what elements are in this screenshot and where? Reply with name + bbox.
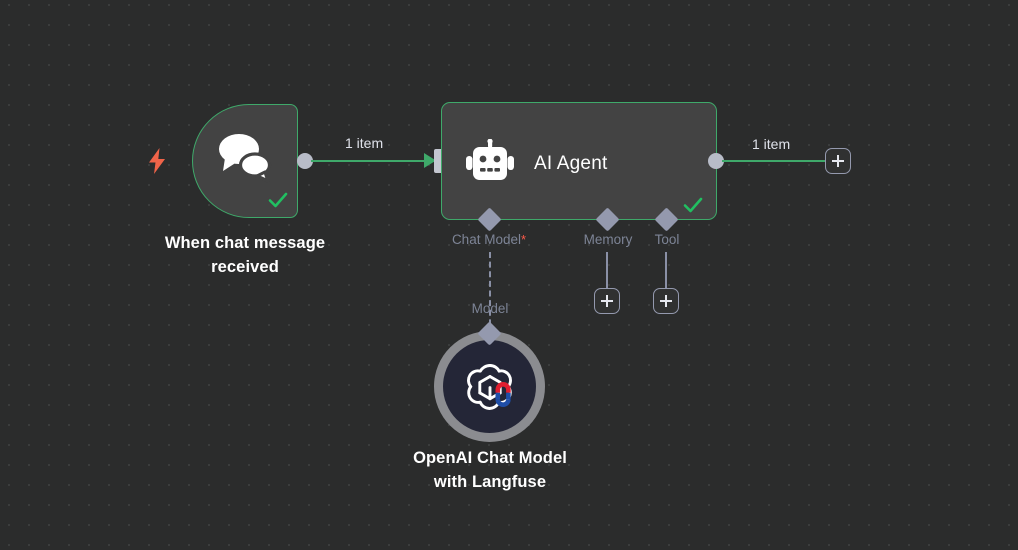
connector-tool-stub [665, 252, 668, 289]
status-check-icon-agent [682, 194, 704, 216]
node-label-ai-agent: AI Agent [534, 153, 608, 174]
robot-icon [466, 138, 514, 185]
chat-bubbles-icon [213, 129, 277, 185]
langfuse-magnet-badge [495, 381, 511, 407]
connection-label-agent-output: 1 item [752, 136, 791, 152]
lightning-bolt-icon [146, 148, 168, 174]
node-title-when-chat-message-received: When chat message received [164, 234, 326, 276]
add-node-button-memory[interactable] [594, 288, 620, 314]
add-node-button-tool[interactable] [653, 288, 679, 314]
openai-langfuse-icon [462, 359, 518, 415]
required-marker-icon: * [520, 232, 527, 247]
port-label-chat-model: Chat Model* [429, 232, 549, 248]
node-title-openai-chat-model: OpenAI Chat Model with Langfuse [413, 449, 567, 491]
connection-trigger-to-agent[interactable] [311, 160, 435, 163]
port-label-chat-model-text: Chat Model [451, 232, 521, 247]
connection-label-trigger-to-agent: 1 item [345, 135, 384, 151]
connection-agent-to-add[interactable] [722, 160, 826, 163]
port-label-memory: Memory [583, 232, 633, 247]
node-openai-chat-model-with-langfuse[interactable] [434, 331, 545, 442]
input-port-agent[interactable] [434, 149, 443, 173]
output-port-trigger[interactable] [297, 153, 313, 169]
add-node-button-output[interactable] [825, 148, 851, 174]
connector-memory-stub [606, 252, 609, 289]
node-when-chat-message-received[interactable] [192, 104, 298, 218]
status-check-icon-trigger [267, 189, 289, 211]
connection-arrow-icon [424, 152, 438, 174]
node-openai-inner-circle [443, 340, 536, 433]
node-ai-agent[interactable]: AI Agent [441, 102, 717, 220]
port-label-model: Model [471, 301, 509, 316]
port-label-tool: Tool [654, 232, 680, 247]
output-port-agent[interactable] [708, 153, 724, 169]
connection-agent-to-openai[interactable] [489, 252, 491, 335]
